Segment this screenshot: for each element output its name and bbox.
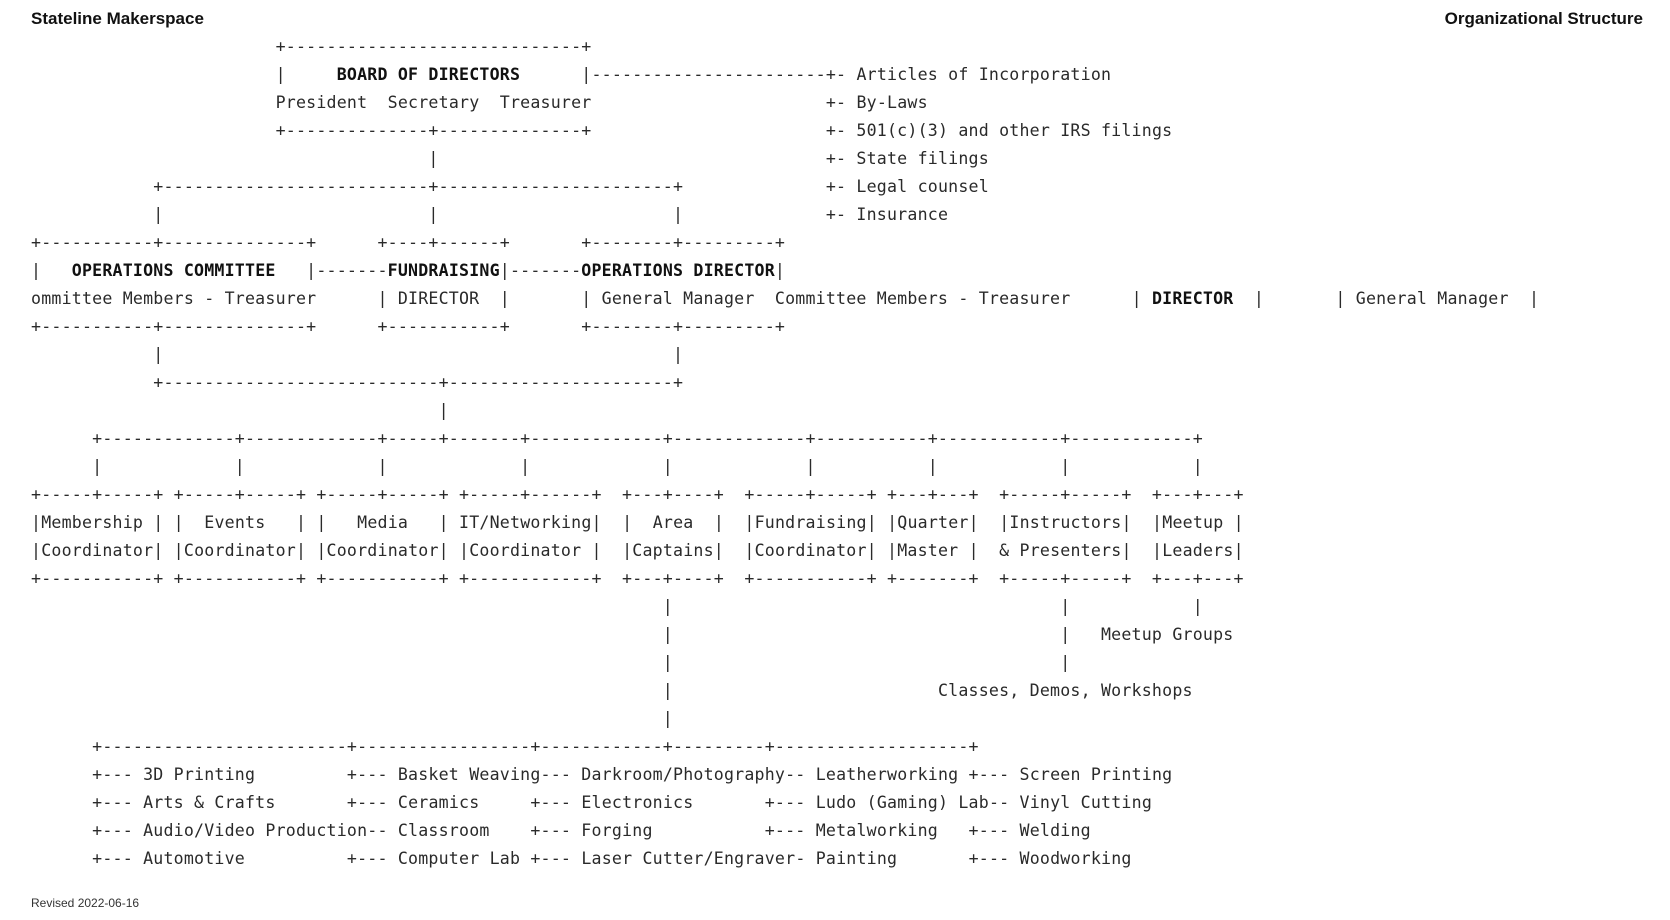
area-name: Ludo (Gaming) Lab xyxy=(815,793,989,812)
area-name: Classroom xyxy=(397,821,490,840)
role-title: Captains xyxy=(632,541,714,560)
role-title: Meetup xyxy=(1162,513,1224,532)
area-name: Leatherworking xyxy=(815,765,959,784)
makerspace-name: Stateline Makerspace xyxy=(31,9,204,28)
board-officers: President Secretary Treasurer xyxy=(275,93,592,112)
area-name: Vinyl Cutting xyxy=(1019,793,1153,812)
area-name: Ceramics xyxy=(397,793,480,812)
board-title: BOARD OF DIRECTORS xyxy=(336,65,521,84)
fundraising-director-title: DIRECTOR xyxy=(1151,289,1234,308)
board-document: Insurance xyxy=(856,205,949,224)
area-name: 3D Printing xyxy=(143,765,256,784)
area-name: Computer Lab xyxy=(397,849,521,868)
area-name: Screen Printing xyxy=(1019,765,1173,784)
role-title: Quarter xyxy=(897,513,969,532)
role-title: Coordinator xyxy=(183,541,296,560)
meetup-groups: Meetup Groups xyxy=(1100,625,1234,644)
role-title: Coordinator xyxy=(754,541,867,560)
role-title: Area xyxy=(652,513,694,532)
role-title: Coordinator xyxy=(41,541,154,560)
board-document: 501(c)(3) and other IRS filings xyxy=(856,121,1173,140)
role-title: Membership xyxy=(41,513,144,532)
board-document: Legal counsel xyxy=(856,177,989,196)
operations-director-title: OPERATIONS DIRECTOR xyxy=(581,261,775,280)
operations-committee-title: OPERATIONS COMMITTEE xyxy=(71,261,276,280)
area-name: Painting xyxy=(815,849,898,868)
role-title: IT/Networking xyxy=(459,513,592,532)
org-chart: +-----------------------------+ | BOARD … xyxy=(31,37,1540,868)
revision-date: Revised 2022-06-16 xyxy=(31,896,140,910)
area-name: Laser Cutter/Engraver xyxy=(581,849,796,868)
role-title: Coordinator xyxy=(326,541,439,560)
role-title: Events xyxy=(204,513,266,532)
area-name: Arts & Crafts xyxy=(143,793,276,812)
role-title: & Presenters xyxy=(999,541,1122,560)
operations-committee-members: Committee Members - Treasurer xyxy=(774,289,1071,308)
board-document: Articles of Incorporation xyxy=(856,65,1112,84)
area-name: Welding xyxy=(1019,821,1091,840)
role-title: Master xyxy=(897,541,959,560)
area-name: Darkroom/Photography xyxy=(581,765,786,784)
board-document: State filings xyxy=(856,149,989,168)
area-name: Basket Weaving xyxy=(397,765,541,784)
board-document: By-Laws xyxy=(856,93,928,112)
role-title: Media xyxy=(357,513,409,532)
role-title: Coordinator xyxy=(469,541,582,560)
classes-demos-workshops: Classes, Demos, Workshops xyxy=(937,681,1193,700)
role-title: Fundraising xyxy=(754,513,867,532)
fundraising-director-title: FUNDRAISING xyxy=(387,261,500,280)
role-title: Instructors xyxy=(1009,513,1122,532)
area-name: Woodworking xyxy=(1019,849,1132,868)
area-name: Automotive xyxy=(143,849,245,868)
area-name: Electronics xyxy=(581,793,694,812)
general-manager-label: General Manager xyxy=(1355,289,1509,308)
chart-title: Organizational Structure xyxy=(1444,9,1643,28)
area-name: Forging xyxy=(581,821,653,840)
area-name: Audio/Video Production xyxy=(143,821,368,840)
area-name: Metalworking xyxy=(815,821,938,840)
role-title: Leaders xyxy=(1162,541,1234,560)
